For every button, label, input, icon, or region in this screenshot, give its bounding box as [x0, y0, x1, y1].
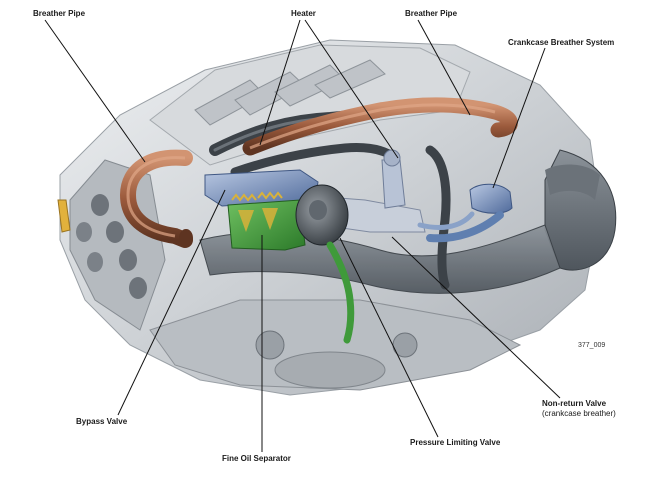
label-breather-pipe-left: Breather Pipe — [33, 9, 86, 18]
leader-heater-a — [259, 19, 301, 146]
leader-non-return-valve — [391, 236, 561, 399]
breather-pipe-right-illustration — [242, 97, 518, 156]
oil-separator-assembly — [204, 169, 355, 344]
leader-pressure-limiting-valve — [339, 237, 439, 438]
label-fine-oil-separator: Fine Oil Separator — [222, 454, 291, 463]
label-bypass-valve: Bypass Valve — [76, 417, 128, 426]
label-crankcase-breather-system: Crankcase Breather System — [508, 38, 615, 47]
label-pressure-limiting-valve: Pressure Limiting Valve — [410, 438, 501, 447]
leader-crankcase-breather-system — [492, 47, 546, 189]
leader-breather-pipe-right — [417, 19, 471, 116]
leader-heater-b — [304, 19, 399, 159]
label-heater: Heater — [291, 9, 316, 18]
label-breather-pipe-right: Breather Pipe — [405, 9, 458, 18]
label-non-return-valve-note: (crankcase breather) — [542, 409, 616, 418]
leader-bypass-valve — [117, 189, 226, 416]
leader-lines — [44, 19, 561, 452]
label-non-return-valve: Non-return Valve — [542, 399, 607, 408]
leader-breather-pipe-left — [44, 19, 146, 163]
crankcase-breather-illustration — [417, 183, 513, 243]
figure-number: 377_009 — [578, 342, 606, 349]
breather-pipe-left-illustration — [119, 149, 193, 248]
